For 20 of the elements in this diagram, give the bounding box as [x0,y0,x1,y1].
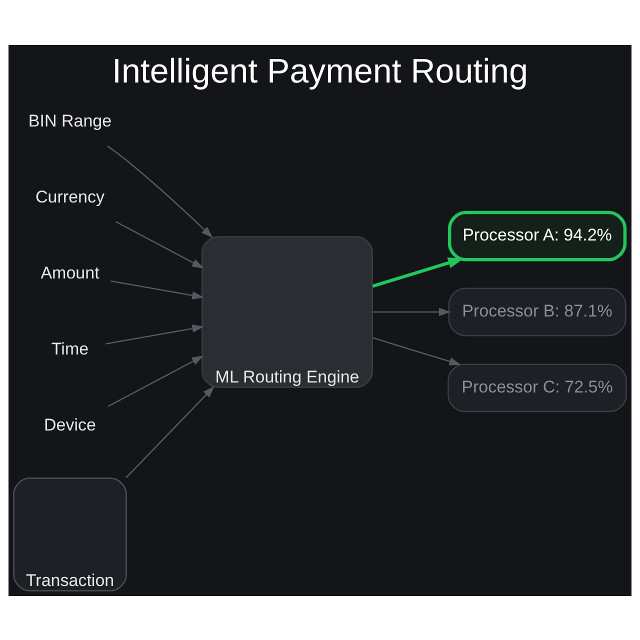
arrow [107,144,213,238]
node-box: Transaction [13,477,127,591]
arrow [372,307,451,316]
node-text: BIN Range [28,111,112,130]
arrow [108,355,204,406]
node-text: Time [51,338,89,358]
arrow [106,324,204,344]
node-box: ML Routing Engine [202,236,373,388]
arrow [372,257,464,288]
arrow [126,386,214,478]
node-text: Amount [40,262,100,282]
node-box: Processor C: 72.5% [448,363,627,412]
node-text: Currency [36,187,105,206]
diagram-title: Intelligent Payment Routing [112,52,528,90]
arrow [372,336,462,365]
arrow [110,280,204,299]
arrow [116,220,204,268]
node-box: Processor A: 94.2% [448,210,627,261]
node-box: Processor B: 87.1% [448,287,626,336]
node-text: Device [44,414,96,434]
